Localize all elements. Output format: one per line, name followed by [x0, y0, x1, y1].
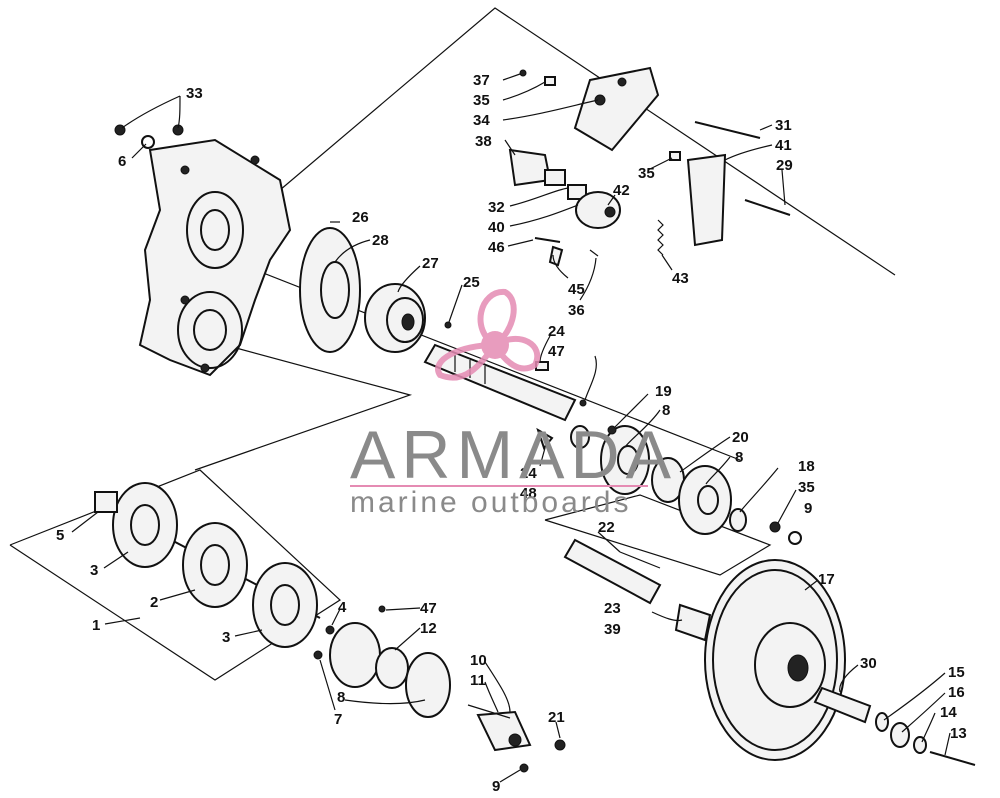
- nut-washer-set: [114, 124, 184, 149]
- callout-35c: 35: [638, 165, 655, 182]
- callout-32: 32: [488, 199, 505, 216]
- callout-11: 11: [470, 672, 486, 689]
- sprocket-hub: [364, 283, 426, 353]
- callout-39: 39: [604, 621, 621, 638]
- callout-7: 7: [334, 711, 342, 728]
- set-screw: [444, 321, 452, 329]
- callout-42: 42: [613, 182, 630, 199]
- callout-28: 28: [372, 232, 389, 249]
- callout-17: 17: [818, 571, 835, 588]
- watermark-logo-propeller-icon: [435, 289, 541, 381]
- callout-25: 25: [463, 274, 480, 291]
- callout-2: 2: [150, 594, 158, 611]
- caliper-bracket: [519, 66, 791, 247]
- callout-numbers: 33 6 26 28 27 25 24 47 19 8 20 8 18 35 9…: [56, 72, 967, 795]
- watermark-brand: ARMADA: [350, 417, 677, 493]
- callout-8b: 8: [735, 449, 743, 466]
- callout-36: 36: [568, 302, 585, 319]
- callout-9: 9: [804, 500, 812, 517]
- callout-23: 23: [604, 600, 621, 617]
- callout-24: 24: [548, 323, 565, 340]
- callout-48: 48: [520, 485, 537, 502]
- callout-21: 21: [548, 709, 565, 726]
- callout-10: 10: [470, 652, 487, 669]
- callout-3: 3: [90, 562, 98, 579]
- callout-31: 31: [775, 117, 792, 134]
- output-shaft-hardware: [813, 686, 976, 766]
- callout-34: 34: [473, 112, 490, 129]
- callout-8: 8: [662, 402, 670, 419]
- callout-3b: 3: [222, 629, 230, 646]
- axle-end-bracket: [467, 704, 566, 773]
- woodruff-key: [536, 427, 554, 451]
- drive-axle-sprockets: [94, 482, 321, 648]
- callout-13: 13: [950, 725, 967, 742]
- callout-43: 43: [672, 270, 689, 287]
- callout-33: 33: [186, 85, 203, 102]
- brake-caliper: [508, 148, 664, 267]
- callout-14: 14: [940, 704, 957, 721]
- brake-disc: [299, 227, 361, 353]
- callout-46: 46: [488, 239, 505, 256]
- callout-16: 16: [948, 684, 965, 701]
- callout-24b: 24: [520, 465, 537, 482]
- callout-5: 5: [56, 527, 64, 544]
- callout-19: 19: [655, 383, 672, 400]
- callout-22: 22: [598, 519, 615, 536]
- callout-15: 15: [948, 664, 965, 681]
- axle-bearing-cluster: [313, 605, 451, 718]
- callout-9b: 9: [492, 778, 500, 795]
- callout-37: 37: [473, 72, 490, 89]
- callout-8c: 8: [337, 689, 345, 706]
- callout-47: 47: [548, 343, 565, 360]
- callout-30: 30: [860, 655, 877, 672]
- callout-41: 41: [775, 137, 792, 154]
- callout-35b: 35: [473, 92, 490, 109]
- callout-29: 29: [776, 157, 793, 174]
- callout-26: 26: [352, 209, 369, 226]
- callout-12: 12: [420, 620, 437, 637]
- watermark-tagline: marine outboards: [350, 486, 631, 519]
- callout-20: 20: [732, 429, 749, 446]
- leader-lines: [71, 73, 951, 783]
- callout-6: 6: [118, 153, 126, 170]
- brake-rotor: [704, 559, 846, 761]
- bearing-flange-cluster: [570, 425, 802, 545]
- callout-35: 35: [798, 479, 815, 496]
- callout-47b: 47: [420, 600, 437, 617]
- jackshaft-assembly: [563, 538, 712, 642]
- grease-fitting: [579, 399, 587, 407]
- callout-38: 38: [475, 133, 492, 150]
- callout-4: 4: [338, 599, 347, 616]
- callout-40: 40: [488, 219, 505, 236]
- callout-18: 18: [798, 458, 815, 475]
- callout-27: 27: [422, 255, 439, 272]
- callout-1: 1: [92, 617, 100, 634]
- gearcase-housing: [138, 138, 292, 377]
- callout-45: 45: [568, 281, 585, 298]
